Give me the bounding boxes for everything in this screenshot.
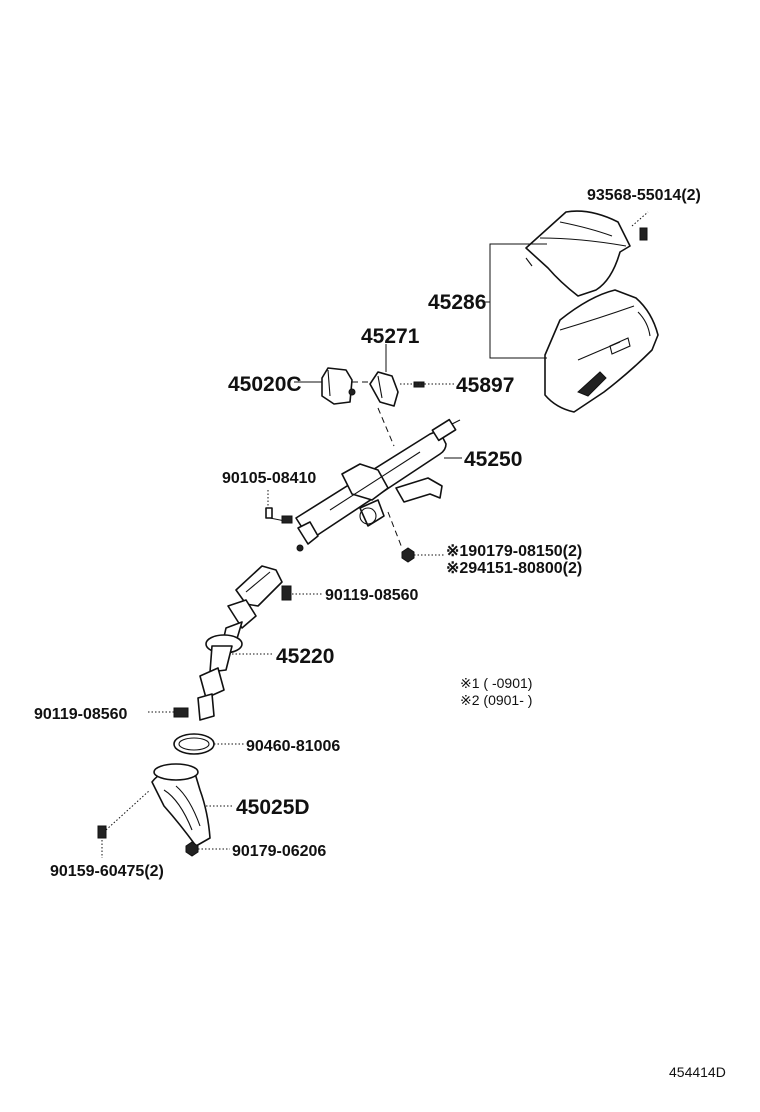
label-45025D: 45025D bbox=[236, 796, 310, 819]
note-1: ※1 ( -0901) bbox=[460, 675, 532, 691]
bolt-90159[interactable] bbox=[97, 825, 107, 839]
nut-90179-08150[interactable] bbox=[401, 547, 415, 563]
part-45271[interactable] bbox=[369, 371, 399, 407]
label-94151-80800: ※294151-80800(2) bbox=[446, 560, 582, 577]
diagram-code: 454414D bbox=[669, 1064, 726, 1080]
lower-column-cover[interactable] bbox=[544, 289, 659, 413]
nut-90179-06206[interactable] bbox=[185, 841, 199, 857]
label-45220: 45220 bbox=[276, 645, 334, 668]
label-90159-60475: 90159-60475(2) bbox=[50, 863, 164, 880]
label-90119-08560-lower: 90119-08560 bbox=[34, 706, 128, 723]
intermediate-shaft-45220[interactable] bbox=[197, 565, 283, 721]
label-45286: 45286 bbox=[428, 291, 486, 314]
label-90179-08150: ※190179-08150(2) bbox=[446, 543, 582, 560]
label-45020C: 45020C bbox=[228, 373, 302, 396]
label-90179-06206: 90179-06206 bbox=[232, 843, 326, 860]
steering-column-45250[interactable] bbox=[295, 418, 461, 552]
label-45250: 45250 bbox=[464, 448, 522, 471]
label-45271: 45271 bbox=[361, 325, 420, 348]
bolt-90119-upper[interactable] bbox=[281, 585, 292, 601]
part-45020C[interactable] bbox=[321, 367, 356, 405]
label-90119-08560-upper: 90119-08560 bbox=[325, 587, 419, 604]
label-93568-55014: 93568-55014(2) bbox=[587, 187, 701, 204]
note-2: ※2 (0901- ) bbox=[460, 692, 532, 708]
bolt-90119-lower[interactable] bbox=[173, 707, 189, 718]
label-90105-08410: 90105-08410 bbox=[222, 470, 316, 487]
label-90460-81006: 90460-81006 bbox=[246, 738, 340, 755]
screw-93568[interactable] bbox=[639, 227, 648, 241]
upper-column-cover[interactable] bbox=[525, 210, 631, 297]
bolt-90105[interactable] bbox=[265, 507, 293, 524]
label-45897: 45897 bbox=[456, 374, 514, 397]
boot-45025D[interactable] bbox=[151, 763, 211, 847]
clamp-90460[interactable] bbox=[173, 733, 215, 755]
